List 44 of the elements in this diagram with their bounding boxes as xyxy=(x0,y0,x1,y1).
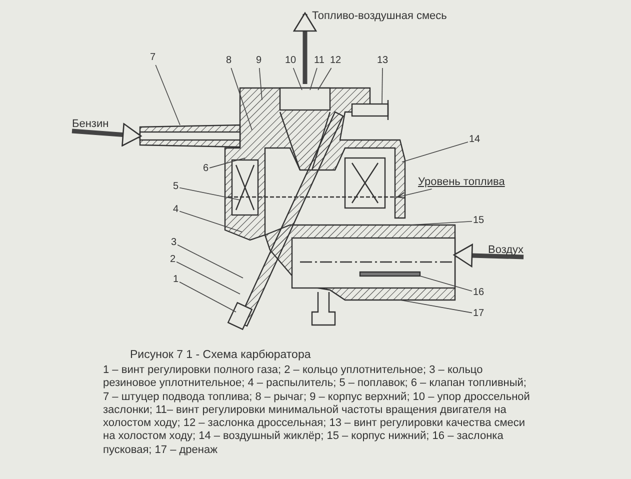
leader-line xyxy=(400,300,472,314)
callout-number: 16 xyxy=(473,287,484,299)
callout-number: 6 xyxy=(203,163,209,175)
callout-number: 9 xyxy=(256,55,262,67)
leader-line xyxy=(176,262,240,294)
parts-list-text: 1 – винт регулировки полного газа; 2 – кольцо уплотнительное; 3 – кольцо резиновое уплотнительное; 4 – распылитель; 5 – поплавок; 6 – клапан топливный; 7 – штуцер подвода топлива; 8 – рычаг; 9 – корпус верхний; 10 – упор дроссельной заслонки; 11– винт регулировки минимальной частоты вращения двигателя на холостом ходу; 12 – заслонка дроссельная; 13 – винт регулировки качества смеси на холостом ходу; 14 – воздушный жиклёр; 15 – корпус нижний; 16 – заслонка пусковая; 17 – дренаж xyxy=(103,364,531,458)
arrow xyxy=(398,188,432,199)
flow-arrow xyxy=(453,244,524,268)
leader-line xyxy=(420,276,472,292)
leader-line xyxy=(179,210,242,232)
callout-number: 3 xyxy=(171,237,177,249)
callout-number: 1 xyxy=(173,274,179,286)
callout-number: 11 xyxy=(314,55,324,67)
leader-line xyxy=(318,68,332,90)
callout-number: 12 xyxy=(330,55,342,67)
callout-number: 17 xyxy=(473,308,484,320)
leader-line xyxy=(209,158,246,168)
leader-line xyxy=(310,68,318,90)
callout-number: 5 xyxy=(173,181,179,193)
leader-line xyxy=(155,64,180,126)
callout-number: 2 xyxy=(170,254,176,266)
leader-line xyxy=(177,244,244,278)
leader-line xyxy=(230,68,252,130)
callout-number: 15 xyxy=(473,215,484,227)
leader-line xyxy=(410,220,472,226)
flow-label: Воздух xyxy=(488,244,524,256)
flow-label: Топливо-воздушная смесь xyxy=(312,10,447,22)
callout-number: 10 xyxy=(285,55,296,67)
callout-number: 14 xyxy=(469,134,480,146)
leader-line xyxy=(292,68,302,90)
flow-arrow xyxy=(293,12,317,84)
callout-number: 4 xyxy=(173,204,179,216)
leader-line xyxy=(258,68,262,100)
leader-line xyxy=(382,68,383,104)
flow-label: Уровень топлива xyxy=(418,176,505,188)
callout-number: 8 xyxy=(226,55,232,67)
flow-label: Бензин xyxy=(72,118,109,130)
callout-number: 13 xyxy=(377,55,388,67)
callout-number: 7 xyxy=(150,52,156,64)
flow-arrow xyxy=(72,123,142,146)
leader-line xyxy=(179,187,240,200)
leader-line xyxy=(179,282,236,312)
figure-caption: Рисунок 7 1 - Схема карбюратора xyxy=(130,349,311,361)
leader-line xyxy=(402,142,468,162)
